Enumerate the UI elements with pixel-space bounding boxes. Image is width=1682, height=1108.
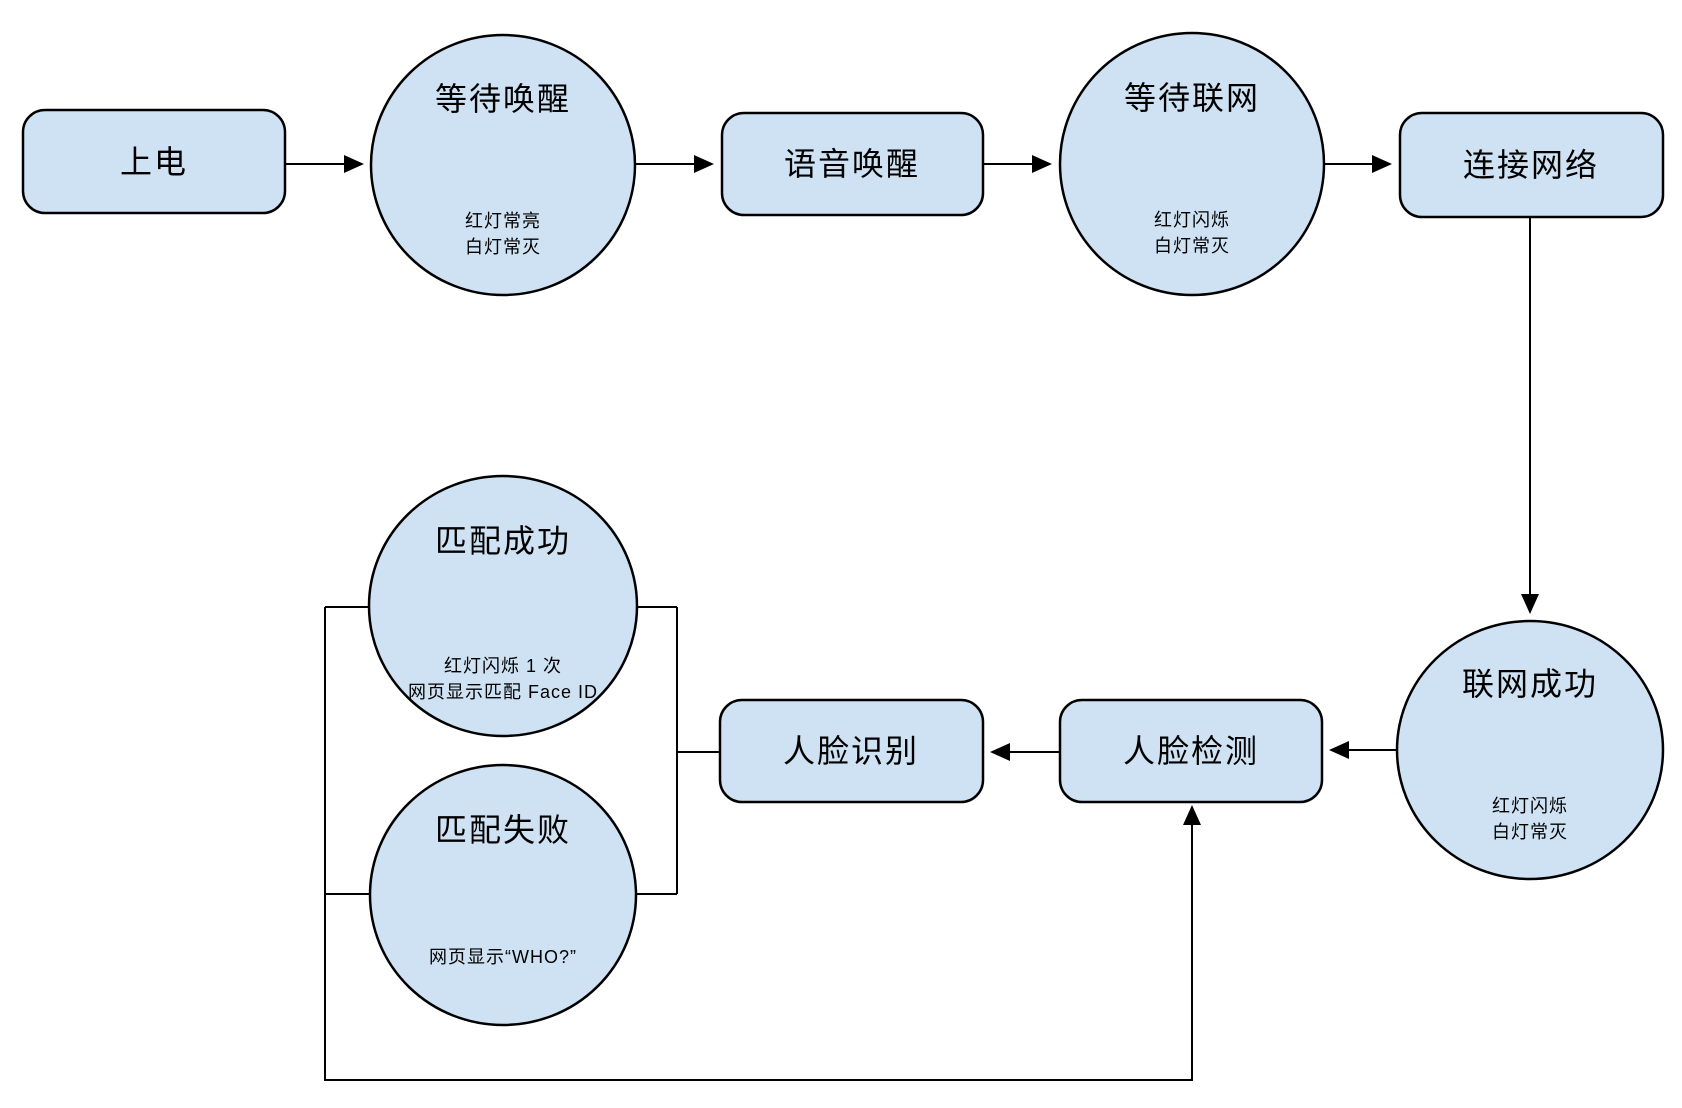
node-voice-wake: 语音唤醒 <box>720 111 985 217</box>
match-fail-note-1: 网页显示“WHO?” <box>429 947 577 967</box>
connect-network-label: 连接网络 <box>1463 147 1599 183</box>
power-on-shape <box>21 108 287 215</box>
match-fail-shape <box>368 763 638 1027</box>
face-recognize-label: 人脸识别 <box>783 733 919 769</box>
wait-wake-shape <box>369 33 637 297</box>
wait-network-shape <box>1058 31 1326 297</box>
wait-network-note-1: 红灯闪烁 <box>1154 210 1230 230</box>
wait-network-label: 等待联网 <box>1124 80 1260 116</box>
node-match-success: 匹配成功 红灯闪烁 1 次 网页显示匹配 Face ID <box>367 474 639 738</box>
arrow-feedback-loop-to-face-detect <box>324 607 1201 1081</box>
network-success-label: 联网成功 <box>1462 666 1598 702</box>
node-match-fail: 匹配失败 网页显示“WHO?” <box>368 763 638 1027</box>
node-wait-wake: 等待唤醒 红灯常亮 白灯常灭 <box>369 33 637 297</box>
wait-wake-note-2: 白灯常灭 <box>465 237 541 257</box>
power-on-label: 上电 <box>120 144 188 180</box>
network-success-note-2: 白灯常灭 <box>1492 822 1568 842</box>
face-detect-shape <box>1058 698 1324 804</box>
match-success-label: 匹配成功 <box>435 523 571 559</box>
node-face-recognize: 人脸识别 <box>718 698 985 804</box>
node-network-success: 联网成功 红灯闪烁 白灯常灭 <box>1395 619 1665 881</box>
node-wait-network: 等待联网 红灯闪烁 白灯常灭 <box>1058 31 1326 297</box>
match-success-note-1: 红灯闪烁 1 次 <box>444 656 562 676</box>
face-recognize-shape <box>718 698 985 804</box>
wait-network-note-2: 白灯常灭 <box>1154 236 1230 256</box>
node-power-on: 上电 <box>21 108 287 215</box>
match-success-shape <box>367 474 639 738</box>
node-connect-network: 连接网络 <box>1398 111 1665 219</box>
face-detect-label: 人脸检测 <box>1123 733 1259 769</box>
wait-wake-note-1: 红灯常亮 <box>465 211 541 231</box>
node-face-detect: 人脸检测 <box>1058 698 1324 804</box>
match-success-note-2: 网页显示匹配 Face ID <box>408 682 598 702</box>
wait-wake-label: 等待唤醒 <box>435 81 571 117</box>
connect-network-shape <box>1398 111 1665 219</box>
voice-wake-shape <box>720 111 985 217</box>
network-success-note-1: 红灯闪烁 <box>1492 796 1568 816</box>
match-fail-label: 匹配失败 <box>435 812 571 848</box>
network-success-shape <box>1395 619 1665 881</box>
voice-wake-label: 语音唤醒 <box>784 146 920 182</box>
